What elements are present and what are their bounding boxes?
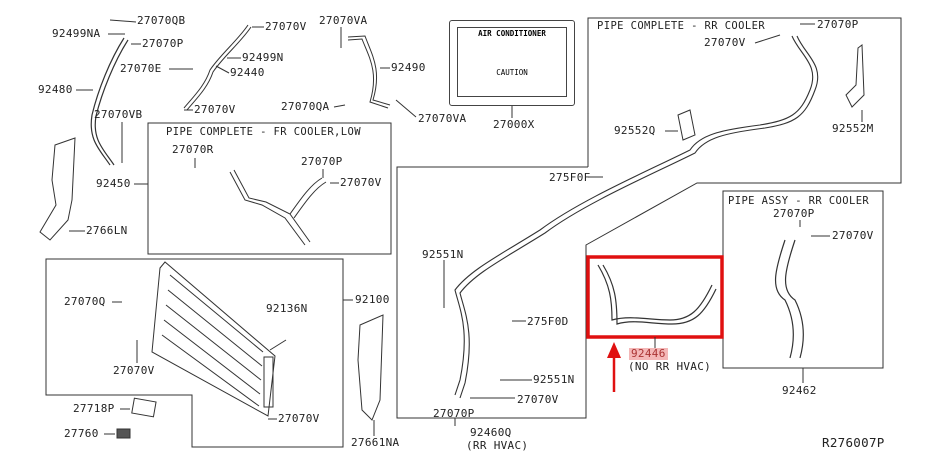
callout[interactable]: 27760 [64, 427, 99, 440]
pipe-rr-cooler [454, 35, 819, 399]
callout[interactable]: 27661NA [351, 436, 400, 449]
red-arrow-icon [607, 342, 621, 392]
callout[interactable]: 92490 [391, 61, 426, 74]
callout[interactable]: 27070P [142, 37, 184, 50]
callout[interactable]: 92460Q [470, 426, 512, 439]
pipe-92480 [90, 37, 129, 166]
pipe-92440 [183, 24, 252, 111]
callout[interactable]: 27070P [773, 207, 815, 220]
bracket-92552M [845, 44, 865, 108]
ac-label-caution: CAUTION [496, 68, 528, 77]
callout[interactable]: 27070V [278, 412, 320, 425]
shield-2766LN [39, 137, 76, 241]
group-title-rr-cooler: PIPE COMPLETE - RR COOLER [597, 20, 766, 32]
group-title-rr-assy: PIPE ASSY - RR COOLER [728, 195, 870, 207]
callout[interactable]: 27070V [194, 103, 236, 116]
callout[interactable]: 92499NA [52, 27, 101, 40]
callout[interactable]: 27070P [817, 18, 859, 31]
connector-27760 [116, 428, 131, 439]
leader-lines [69, 19, 863, 436]
callout[interactable]: 92551N [422, 248, 464, 261]
pipe-92446 [597, 264, 717, 325]
callout[interactable]: 275F0F [549, 171, 591, 184]
callout[interactable]: 92551N [533, 373, 575, 386]
callout[interactable]: 27070R [172, 143, 214, 156]
ac-caution-label: AIR CONDITIONER CAUTION [449, 20, 575, 106]
callout: (NO RR HVAC) [628, 360, 712, 373]
callout[interactable]: 27070QA [281, 100, 330, 113]
callout[interactable]: 27070VB [94, 108, 143, 121]
callout[interactable]: 27070V [704, 36, 746, 49]
diagram-id: R276007P [822, 435, 885, 450]
ac-label-title: AIR CONDITIONER [478, 29, 546, 38]
callout[interactable]: 92440 [230, 66, 265, 79]
callout[interactable]: 27070V [265, 20, 307, 33]
pipe-fr-cooler [229, 169, 327, 246]
callout[interactable]: 27070P [433, 407, 475, 420]
callout[interactable]: 27070V [517, 393, 559, 406]
callout[interactable]: 2766LN [86, 224, 128, 237]
callout[interactable]: 27070V [113, 364, 155, 377]
condenser-92100 [151, 261, 276, 417]
callout[interactable]: 92462 [782, 384, 817, 397]
callout[interactable]: 275F0D [527, 315, 569, 328]
callout-highlighted[interactable]: 92446 [629, 347, 668, 360]
callout[interactable]: 27718P [73, 402, 115, 415]
callout[interactable]: 92552M [832, 122, 874, 135]
callout-27000X[interactable]: 27000X [493, 118, 535, 131]
callout[interactable]: 92136N [266, 302, 308, 315]
callout[interactable]: 27070Q [64, 295, 106, 308]
callout[interactable]: 27070P [301, 155, 343, 168]
callout: (RR HVAC) [466, 439, 529, 452]
highlight-box-92446 [586, 255, 724, 339]
callout[interactable]: 27070V [832, 229, 874, 242]
callout[interactable]: 92552Q [614, 124, 656, 137]
callout[interactable]: 92100 [355, 293, 390, 306]
module-27718P [131, 397, 157, 418]
callout[interactable]: 27070VA [319, 14, 368, 27]
callout[interactable]: 92480 [38, 83, 73, 96]
callout[interactable]: 27070V [340, 176, 382, 189]
group-title-fr-cooler: PIPE COMPLETE - FR COOLER,LOW [166, 126, 361, 138]
fr-cooler-box [147, 122, 392, 255]
pipe-92490 [347, 35, 391, 109]
rr-cooler-box [396, 17, 902, 419]
callout[interactable]: 27070E [120, 62, 162, 75]
pipe-92462 [774, 239, 804, 359]
callout[interactable]: 27070VA [418, 112, 467, 125]
callout[interactable]: 92499N [242, 51, 284, 64]
callout[interactable]: 27070QB [137, 14, 186, 27]
shield-27661NA [357, 314, 384, 421]
callout[interactable]: 92450 [96, 177, 131, 190]
bracket-92552Q [677, 109, 696, 141]
condenser-box [45, 258, 344, 448]
